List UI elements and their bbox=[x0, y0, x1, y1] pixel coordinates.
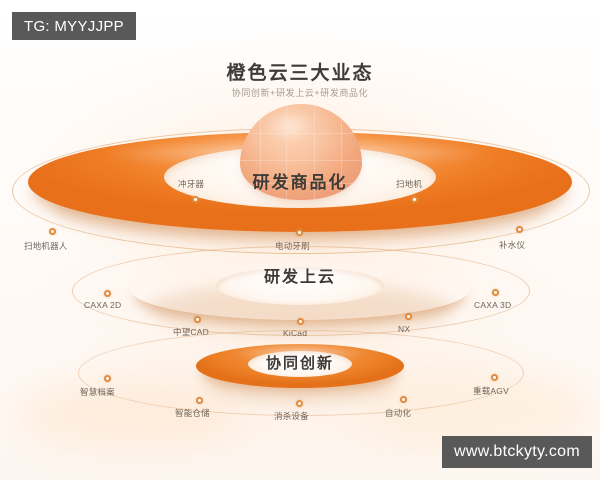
orbit-node-dot[interactable] bbox=[411, 196, 418, 203]
layer-title-bottom: 协同创新 bbox=[265, 355, 334, 372]
orbit-node-dot[interactable] bbox=[492, 289, 499, 296]
orbit-node-label-caxa-3d: CAXA 3D bbox=[474, 300, 512, 310]
orbit-node-label-xiaosha-shebei: 消杀设备 bbox=[274, 411, 309, 421]
orbit-node-label-caxa-2d: CAXA 2D bbox=[84, 300, 122, 310]
orbit-node-dot[interactable] bbox=[196, 397, 203, 404]
watermark-bottom-right: www.btckyty.com bbox=[442, 436, 592, 468]
orbit-node-dot[interactable] bbox=[491, 374, 498, 381]
orbit-node-dot[interactable] bbox=[296, 229, 303, 236]
layer-title-top: 研发商品化 bbox=[252, 173, 348, 192]
orbit-node-dot[interactable] bbox=[194, 316, 201, 323]
layer-disc-bottom bbox=[196, 344, 404, 402]
orbit-node-dot[interactable] bbox=[192, 196, 199, 203]
orbit-ring-bottom bbox=[78, 330, 524, 416]
orbit-node-label-nx: NX bbox=[398, 324, 411, 334]
orbit-node-label-zhongwang-cad: 中望CAD bbox=[173, 327, 209, 337]
orbit-node-dot[interactable] bbox=[297, 318, 304, 325]
layer-title-middle: 研发上云 bbox=[263, 269, 336, 286]
orbit-node-dot[interactable] bbox=[516, 226, 523, 233]
orbit-node-dot[interactable] bbox=[104, 290, 111, 297]
dome-highlight bbox=[264, 112, 316, 138]
page-subtitle: 协同创新+研发上云+研发商品化 bbox=[231, 88, 369, 98]
watermark-top-left: TG: MYYJJPP bbox=[12, 12, 136, 40]
orbit-node-dot[interactable] bbox=[400, 396, 407, 403]
orbit-node-label-zhihui-dangan: 智慧档案 bbox=[80, 387, 115, 397]
orbit-node-dot[interactable] bbox=[296, 400, 303, 407]
disc-gloss bbox=[184, 261, 416, 281]
orbit-node-dot[interactable] bbox=[49, 228, 56, 235]
orbit-node-dot[interactable] bbox=[405, 313, 412, 320]
orbit-node-label-saodijiqiren: 扫地机器人 bbox=[24, 241, 68, 251]
layer-disc-middle bbox=[130, 258, 470, 334]
orbit-node-label-chongyaqi: 冲牙器 bbox=[178, 179, 205, 189]
orbit-node-label-zidonghua: 自动化 bbox=[385, 408, 412, 418]
orbit-node-label-saodiji: 扫地机 bbox=[396, 179, 423, 189]
orbit-node-label-bushuiyi: 补水仪 bbox=[499, 240, 526, 250]
page-title: 橙色云三大业态 bbox=[226, 63, 374, 84]
disc-gloss bbox=[230, 346, 370, 360]
orbit-node-dot[interactable] bbox=[104, 375, 111, 382]
orbit-node-label-zhineng-cangchu: 智能仓储 bbox=[175, 408, 210, 418]
orbit-node-label-zhongzai-agv: 重载AGV bbox=[473, 386, 509, 396]
